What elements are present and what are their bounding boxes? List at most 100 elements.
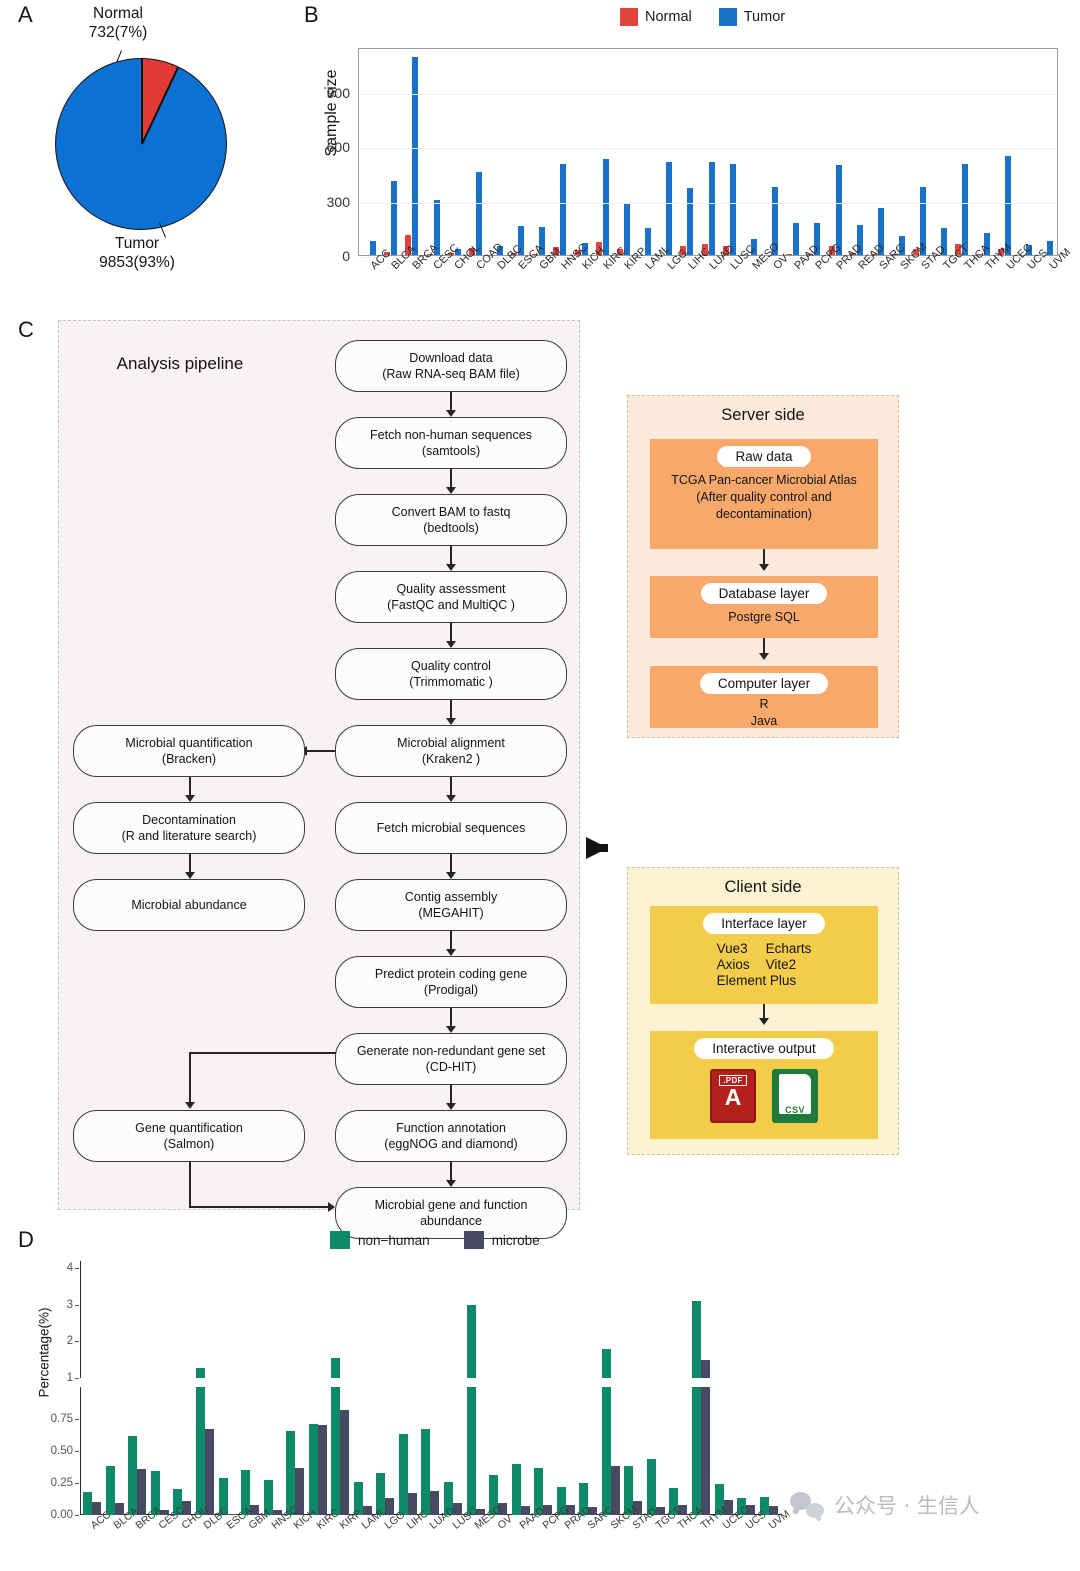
node-gene-quantification[interactable]: Gene quantification (Salmon) (73, 1110, 305, 1162)
panel-d-lower-bar-microbe[interactable] (565, 1504, 575, 1515)
panel-d-lower-bar-microbe[interactable] (92, 1502, 102, 1515)
panel-d-lower-bar-nonhuman[interactable] (150, 1471, 160, 1515)
panel-d-lower-bar-microbe[interactable] (701, 1387, 711, 1515)
panel-d-lower-bar-nonhuman[interactable] (692, 1387, 702, 1515)
panel-d-upper-bar-microbe[interactable] (701, 1359, 711, 1378)
panel-d-lower-bar-microbe[interactable] (655, 1507, 665, 1515)
panel-b-bar-tumor[interactable] (1004, 156, 1011, 255)
node-fetch-microbial-sequences[interactable]: Fetch microbial sequences (335, 802, 567, 854)
node-microbial-quantification[interactable]: Microbial quantification (Bracken) (73, 725, 305, 777)
panel-b-bar-tumor[interactable] (750, 239, 757, 255)
panel-b-bar-normal[interactable] (997, 248, 1004, 255)
panel-d-lower-bar-microbe[interactable] (250, 1504, 260, 1515)
panel-d-lower-bar-microbe[interactable] (407, 1493, 417, 1515)
node-microbial-alignment[interactable]: Microbial alignment (Kraken2 ) (335, 725, 567, 777)
panel-b-bar-tumor[interactable] (497, 246, 504, 255)
panel-b-bar-normal[interactable] (807, 253, 814, 255)
panel-b-bar-tumor[interactable] (1047, 240, 1054, 255)
panel-d-lower-bar-nonhuman[interactable] (511, 1463, 521, 1515)
node-convert-bam[interactable]: Convert BAM to fastq (bedtools) (335, 494, 567, 546)
panel-d-lower-bar-microbe[interactable] (137, 1468, 147, 1515)
panel-b-bar-tumor[interactable] (898, 236, 905, 255)
panel-d-lower-bar-nonhuman[interactable] (263, 1480, 273, 1515)
panel-b-bar-normal[interactable] (701, 244, 708, 255)
panel-d-upper-bar-nonhuman[interactable] (601, 1349, 611, 1378)
panel-d-lower-bar-nonhuman[interactable] (624, 1466, 634, 1515)
csv-file-icon[interactable]: CSV (772, 1069, 818, 1123)
panel-b-bar-normal[interactable] (468, 247, 475, 255)
panel-b-bar-tumor[interactable] (539, 227, 546, 255)
panel-b-bar-normal[interactable] (616, 249, 623, 255)
panel-b-bar-normal[interactable] (426, 253, 433, 255)
panel-b-bar-normal[interactable] (447, 253, 454, 255)
panel-d-lower-bar-microbe[interactable] (723, 1499, 733, 1515)
panel-d-lower-bar-nonhuman[interactable] (714, 1484, 724, 1515)
panel-d-lower-bar-microbe[interactable] (746, 1504, 756, 1515)
panel-b-bar-normal[interactable] (870, 253, 877, 255)
panel-b-bar-tumor[interactable] (433, 200, 440, 255)
panel-b-bar-normal[interactable] (976, 253, 983, 255)
panel-d-lower-bar-nonhuman[interactable] (376, 1472, 386, 1515)
panel-d-lower-bar-nonhuman[interactable] (759, 1497, 769, 1515)
panel-d-lower-bar-microbe[interactable] (317, 1425, 327, 1515)
panel-b-bar-tumor[interactable] (983, 233, 990, 255)
panel-d-lower-bar-nonhuman[interactable] (286, 1430, 296, 1515)
node-fetch-nonhuman[interactable]: Fetch non-human sequences (samtools) (335, 417, 567, 469)
panel-d-lower-bar-microbe[interactable] (227, 1513, 237, 1515)
panel-d-lower-bar-nonhuman[interactable] (601, 1387, 611, 1515)
panel-b-bar-tumor[interactable] (412, 57, 419, 255)
panel-b-bar-tumor[interactable] (391, 181, 398, 255)
panel-b-bar-normal[interactable] (574, 250, 581, 255)
panel-d-lower-bar-nonhuman[interactable] (466, 1387, 476, 1515)
panel-b-bar-tumor[interactable] (729, 164, 736, 255)
panel-d-lower-bar-nonhuman[interactable] (173, 1489, 183, 1515)
panel-b-bar-tumor[interactable] (666, 162, 673, 255)
panel-d-lower-bar-nonhuman[interactable] (353, 1481, 363, 1515)
panel-d-lower-bar-nonhuman[interactable] (421, 1429, 431, 1515)
panel-d-lower-bar-nonhuman[interactable] (669, 1488, 679, 1515)
panel-b-bar-tumor[interactable] (814, 222, 821, 255)
panel-d-lower-bar-microbe[interactable] (678, 1504, 688, 1515)
panel-d-lower-bar-microbe[interactable] (588, 1507, 598, 1515)
panel-d-lower-bar-nonhuman[interactable] (579, 1483, 589, 1515)
panel-d-upper-bar-nonhuman[interactable] (692, 1301, 702, 1378)
panel-b-bar-normal[interactable] (553, 247, 560, 255)
panel-b-bar-tumor[interactable] (475, 172, 482, 255)
node-download-data[interactable]: Download data (Raw RNA-seq BAM file) (335, 340, 567, 392)
panel-d-lower-bar-microbe[interactable] (205, 1429, 214, 1515)
panel-b-bar-tumor[interactable] (518, 225, 525, 255)
panel-d-lower-bar-microbe[interactable] (362, 1506, 372, 1515)
panel-d-lower-bar-microbe[interactable] (272, 1509, 282, 1515)
panel-d-lower-bar-microbe[interactable] (520, 1506, 530, 1515)
node-quality-assessment[interactable]: Quality assessment (FastQC and MultiQC ) (335, 571, 567, 623)
panel-d-lower-bar-nonhuman[interactable] (241, 1470, 251, 1515)
panel-b-bar-normal[interactable] (595, 241, 602, 255)
panel-d-lower-bar-nonhuman[interactable] (737, 1498, 747, 1515)
node-quality-control[interactable]: Quality control (Trimmomatic ) (335, 648, 567, 700)
panel-d-lower-bar-microbe[interactable] (159, 1509, 169, 1515)
panel-d-lower-bar-nonhuman[interactable] (128, 1435, 138, 1515)
panel-b-bar-tumor[interactable] (772, 187, 779, 255)
panel-d-lower-bar-nonhuman[interactable] (489, 1475, 499, 1515)
panel-b-bar-tumor[interactable] (687, 187, 694, 255)
panel-b-bar-normal[interactable] (680, 245, 687, 255)
panel-b-bar-tumor[interactable] (708, 161, 715, 255)
panel-b-bar-normal[interactable] (405, 234, 412, 255)
panel-d-lower-bar-nonhuman[interactable] (218, 1477, 228, 1515)
panel-d-lower-bar-nonhuman[interactable] (196, 1387, 205, 1515)
panel-d-lower-bar-microbe[interactable] (453, 1503, 463, 1515)
panel-b-bar-normal[interactable] (828, 245, 835, 255)
panel-d-lower-bar-microbe[interactable] (340, 1410, 350, 1515)
panel-b-bar-normal[interactable] (384, 251, 391, 255)
panel-d-lower-bar-microbe[interactable] (295, 1467, 305, 1515)
node-function-annotation[interactable]: Function annotation (eggNOG and diamond) (335, 1110, 567, 1162)
panel-b-bar-normal[interactable] (913, 249, 920, 255)
panel-b-bar-tumor[interactable] (370, 240, 377, 255)
panel-b-bar-normal[interactable] (511, 252, 518, 255)
panel-b-bar-normal[interactable] (786, 253, 793, 255)
panel-b-bar-tumor[interactable] (941, 227, 948, 255)
panel-d-lower-bar-microbe[interactable] (385, 1498, 395, 1515)
node-contig-assembly[interactable]: Contig assembly (MEGAHIT) (335, 879, 567, 931)
panel-d-lower-bar-nonhuman[interactable] (308, 1424, 318, 1515)
panel-d-lower-bar-nonhuman[interactable] (444, 1481, 454, 1515)
